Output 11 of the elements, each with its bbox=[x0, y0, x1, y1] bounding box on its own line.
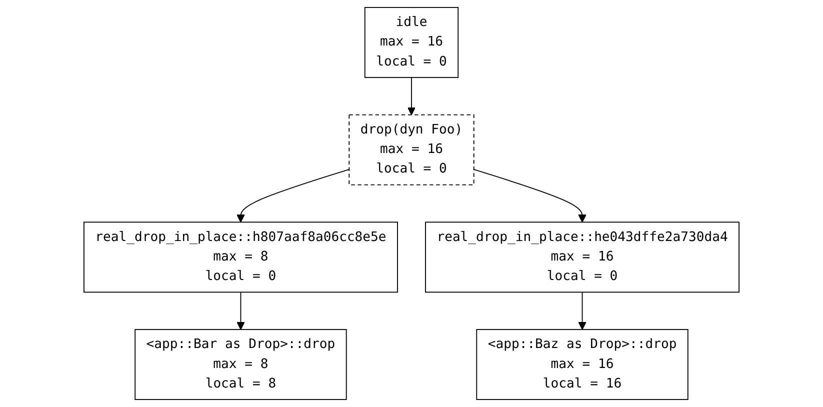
arrow bbox=[236, 292, 245, 330]
node-box: real_drop_in_place::h807aaf8a06cc8e5e max = 8 local = 0 bbox=[84, 222, 398, 293]
arrow bbox=[407, 77, 416, 116]
node-box: <app::Bar as Drop>::drop max = 8 local = 8 bbox=[134, 329, 347, 400]
arrow bbox=[236, 168, 350, 223]
node-box: drop(dyn Foo) max = 16 local = 0 bbox=[348, 114, 474, 186]
node-box: real_drop_in_place::he043dffe2a730da4 max = 16 local = 0 bbox=[425, 222, 740, 293]
node-box: idle max = 16 local = 0 bbox=[364, 7, 459, 78]
arrow bbox=[578, 292, 586, 330]
node-box: <app::Baz as Drop>::drop max = 16 local = 16 bbox=[476, 329, 688, 400]
arrow bbox=[473, 168, 586, 223]
